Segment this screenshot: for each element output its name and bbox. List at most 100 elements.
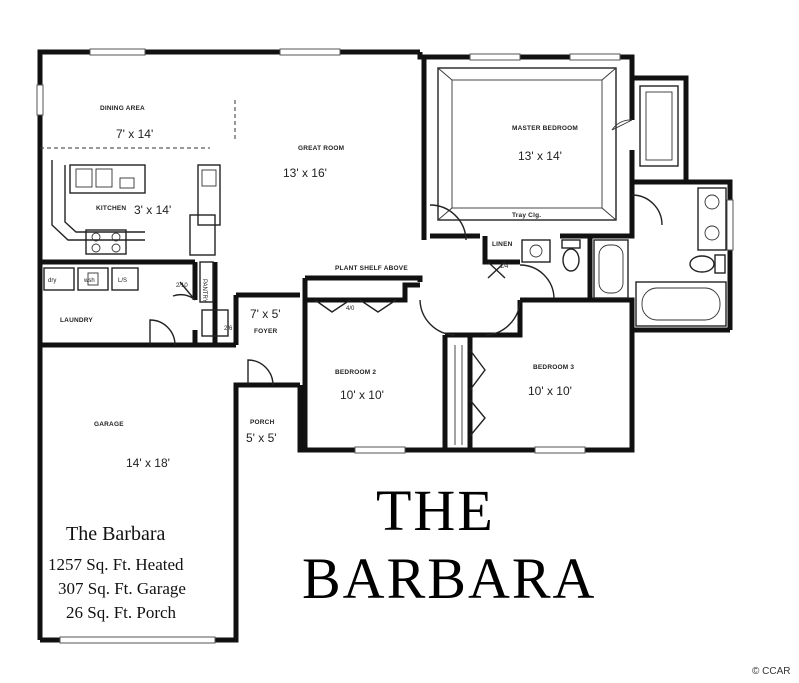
info-heated: 1257 Sq. Ft. Heated bbox=[48, 555, 184, 574]
garage-label: GARAGE bbox=[94, 421, 124, 428]
garage-dims: 14' x 18' bbox=[126, 456, 170, 470]
master-tub bbox=[635, 281, 727, 327]
linen-mark bbox=[487, 261, 506, 279]
kitchen-fixtures bbox=[51, 160, 221, 256]
wall-east-south bbox=[452, 327, 730, 453]
bedroom3-dims: 10' x 10' bbox=[528, 384, 572, 398]
bifold-closet-bedroom2-b bbox=[359, 299, 397, 313]
tray-ceiling bbox=[437, 67, 617, 221]
master-closet bbox=[639, 85, 679, 167]
plant-shelf-label: PLANT SHELF ABOVE bbox=[335, 265, 408, 272]
master-toilet-bowl bbox=[689, 255, 715, 273]
master-vanity bbox=[697, 187, 727, 251]
kitchen-counter-outer bbox=[51, 160, 145, 241]
wall-linen bbox=[482, 236, 520, 265]
sink-left bbox=[75, 168, 93, 188]
closet-26-label: 2/6 bbox=[224, 326, 233, 332]
bath-fixtures bbox=[521, 187, 727, 327]
wall-bath-south bbox=[520, 297, 635, 330]
bifold-closet-bedroom2-a bbox=[314, 299, 351, 313]
garage-door bbox=[59, 636, 216, 644]
tray-ceiling-inner bbox=[451, 79, 603, 209]
window-master-bath bbox=[726, 199, 734, 251]
door-laundry-garage bbox=[149, 319, 176, 346]
door-laundry bbox=[172, 281, 196, 301]
wall-north-east bbox=[417, 52, 733, 330]
window-bedroom3 bbox=[534, 446, 586, 454]
wall-bedroom2-closet bbox=[305, 282, 420, 303]
laundry-label: LAUNDRY bbox=[60, 317, 93, 324]
kitchen-dims: 3' x 14' bbox=[134, 203, 171, 217]
hall-toilet-tank bbox=[561, 239, 581, 249]
door-master-closet bbox=[611, 119, 633, 131]
wall-master-bath-north bbox=[560, 150, 635, 239]
pantry-label: PANTRY bbox=[201, 279, 207, 303]
foyer-dims: 7' x 5' bbox=[250, 307, 281, 321]
hall-bath-sink bbox=[521, 239, 551, 263]
kitchen-island bbox=[69, 164, 146, 194]
bedroom2-dims: 10' x 10' bbox=[340, 388, 384, 402]
hall-toilet-bowl bbox=[562, 248, 580, 272]
wall-plant-shelf bbox=[305, 275, 423, 282]
info-block: The Barbara 1257 Sq. Ft. Heated 307 Sq. … bbox=[48, 523, 186, 622]
title-line1: THE bbox=[376, 478, 495, 543]
stove bbox=[85, 229, 127, 255]
interior-walls bbox=[40, 57, 686, 450]
laundry-sink-label: L/S bbox=[118, 278, 127, 284]
window-bedroom2 bbox=[354, 446, 406, 454]
great-room-label: GREAT ROOM bbox=[298, 145, 344, 152]
door-bedroom3 bbox=[485, 299, 521, 336]
dining-dims: 7' x 14' bbox=[116, 127, 153, 141]
doors bbox=[149, 194, 663, 386]
copyright: © CCAR bbox=[752, 666, 790, 677]
closet-2x10-label: 2/10 bbox=[176, 283, 188, 289]
door-front-entry bbox=[247, 359, 274, 386]
info-garage: 307 Sq. Ft. Garage bbox=[58, 579, 186, 598]
bedroom3-label: BEDROOM 3 bbox=[533, 364, 574, 371]
laundry-sink bbox=[111, 267, 139, 291]
porch-label: PORCH bbox=[250, 419, 275, 426]
tray-ceiling-label: Tray Clg. bbox=[512, 212, 541, 219]
door-bedroom2 bbox=[419, 299, 456, 336]
sink-right bbox=[95, 168, 113, 188]
washer-label: wsh bbox=[83, 278, 95, 284]
kitchen-counter-inner bbox=[64, 165, 145, 233]
closet-foyer bbox=[201, 309, 229, 337]
master-dims: 13' x 14' bbox=[518, 149, 562, 163]
title-line2: BARBARA bbox=[302, 546, 596, 611]
dishwasher bbox=[119, 177, 135, 189]
refrigerator bbox=[197, 164, 221, 226]
laundry-fixtures bbox=[43, 267, 139, 291]
dining-label: DINING AREA bbox=[100, 105, 145, 112]
room-labels: DINING AREA 7' x 14' GREAT ROOM 13' x 16… bbox=[48, 105, 578, 470]
door-master bbox=[429, 204, 467, 241]
master-toilet-tank bbox=[714, 254, 726, 274]
dryer-label: dry bbox=[48, 278, 56, 284]
wall-oven bbox=[189, 214, 216, 256]
kitchen-label: KITCHEN bbox=[96, 205, 126, 212]
info-name: The Barbara bbox=[66, 523, 166, 545]
foyer-label: FOYER bbox=[254, 328, 277, 335]
window-dining bbox=[89, 48, 146, 56]
window-dining-west bbox=[36, 84, 44, 116]
closet-40-label: 4/0 bbox=[346, 306, 355, 312]
info-porch: 26 Sq. Ft. Porch bbox=[66, 603, 177, 622]
hall-bathtub bbox=[593, 239, 629, 299]
master-label: MASTER BEDROOM bbox=[512, 125, 578, 132]
pantry bbox=[199, 261, 214, 303]
bifold-closet-bedroom3-b bbox=[469, 399, 486, 437]
windows bbox=[36, 48, 734, 644]
door-bath bbox=[519, 264, 555, 299]
linen-label: LINEN bbox=[492, 241, 513, 248]
closet-14-label: 1/4 bbox=[500, 264, 509, 270]
window-great-room bbox=[279, 48, 341, 56]
tray-ceiling-outer bbox=[437, 67, 617, 221]
great-room-dims: 13' x 16' bbox=[283, 166, 327, 180]
window-master-2 bbox=[569, 53, 621, 61]
bifold-closet-bedroom3-a bbox=[469, 349, 486, 391]
master-closet-inner bbox=[645, 91, 673, 161]
window-master-1 bbox=[469, 53, 521, 61]
wall-hall-south bbox=[445, 300, 523, 338]
